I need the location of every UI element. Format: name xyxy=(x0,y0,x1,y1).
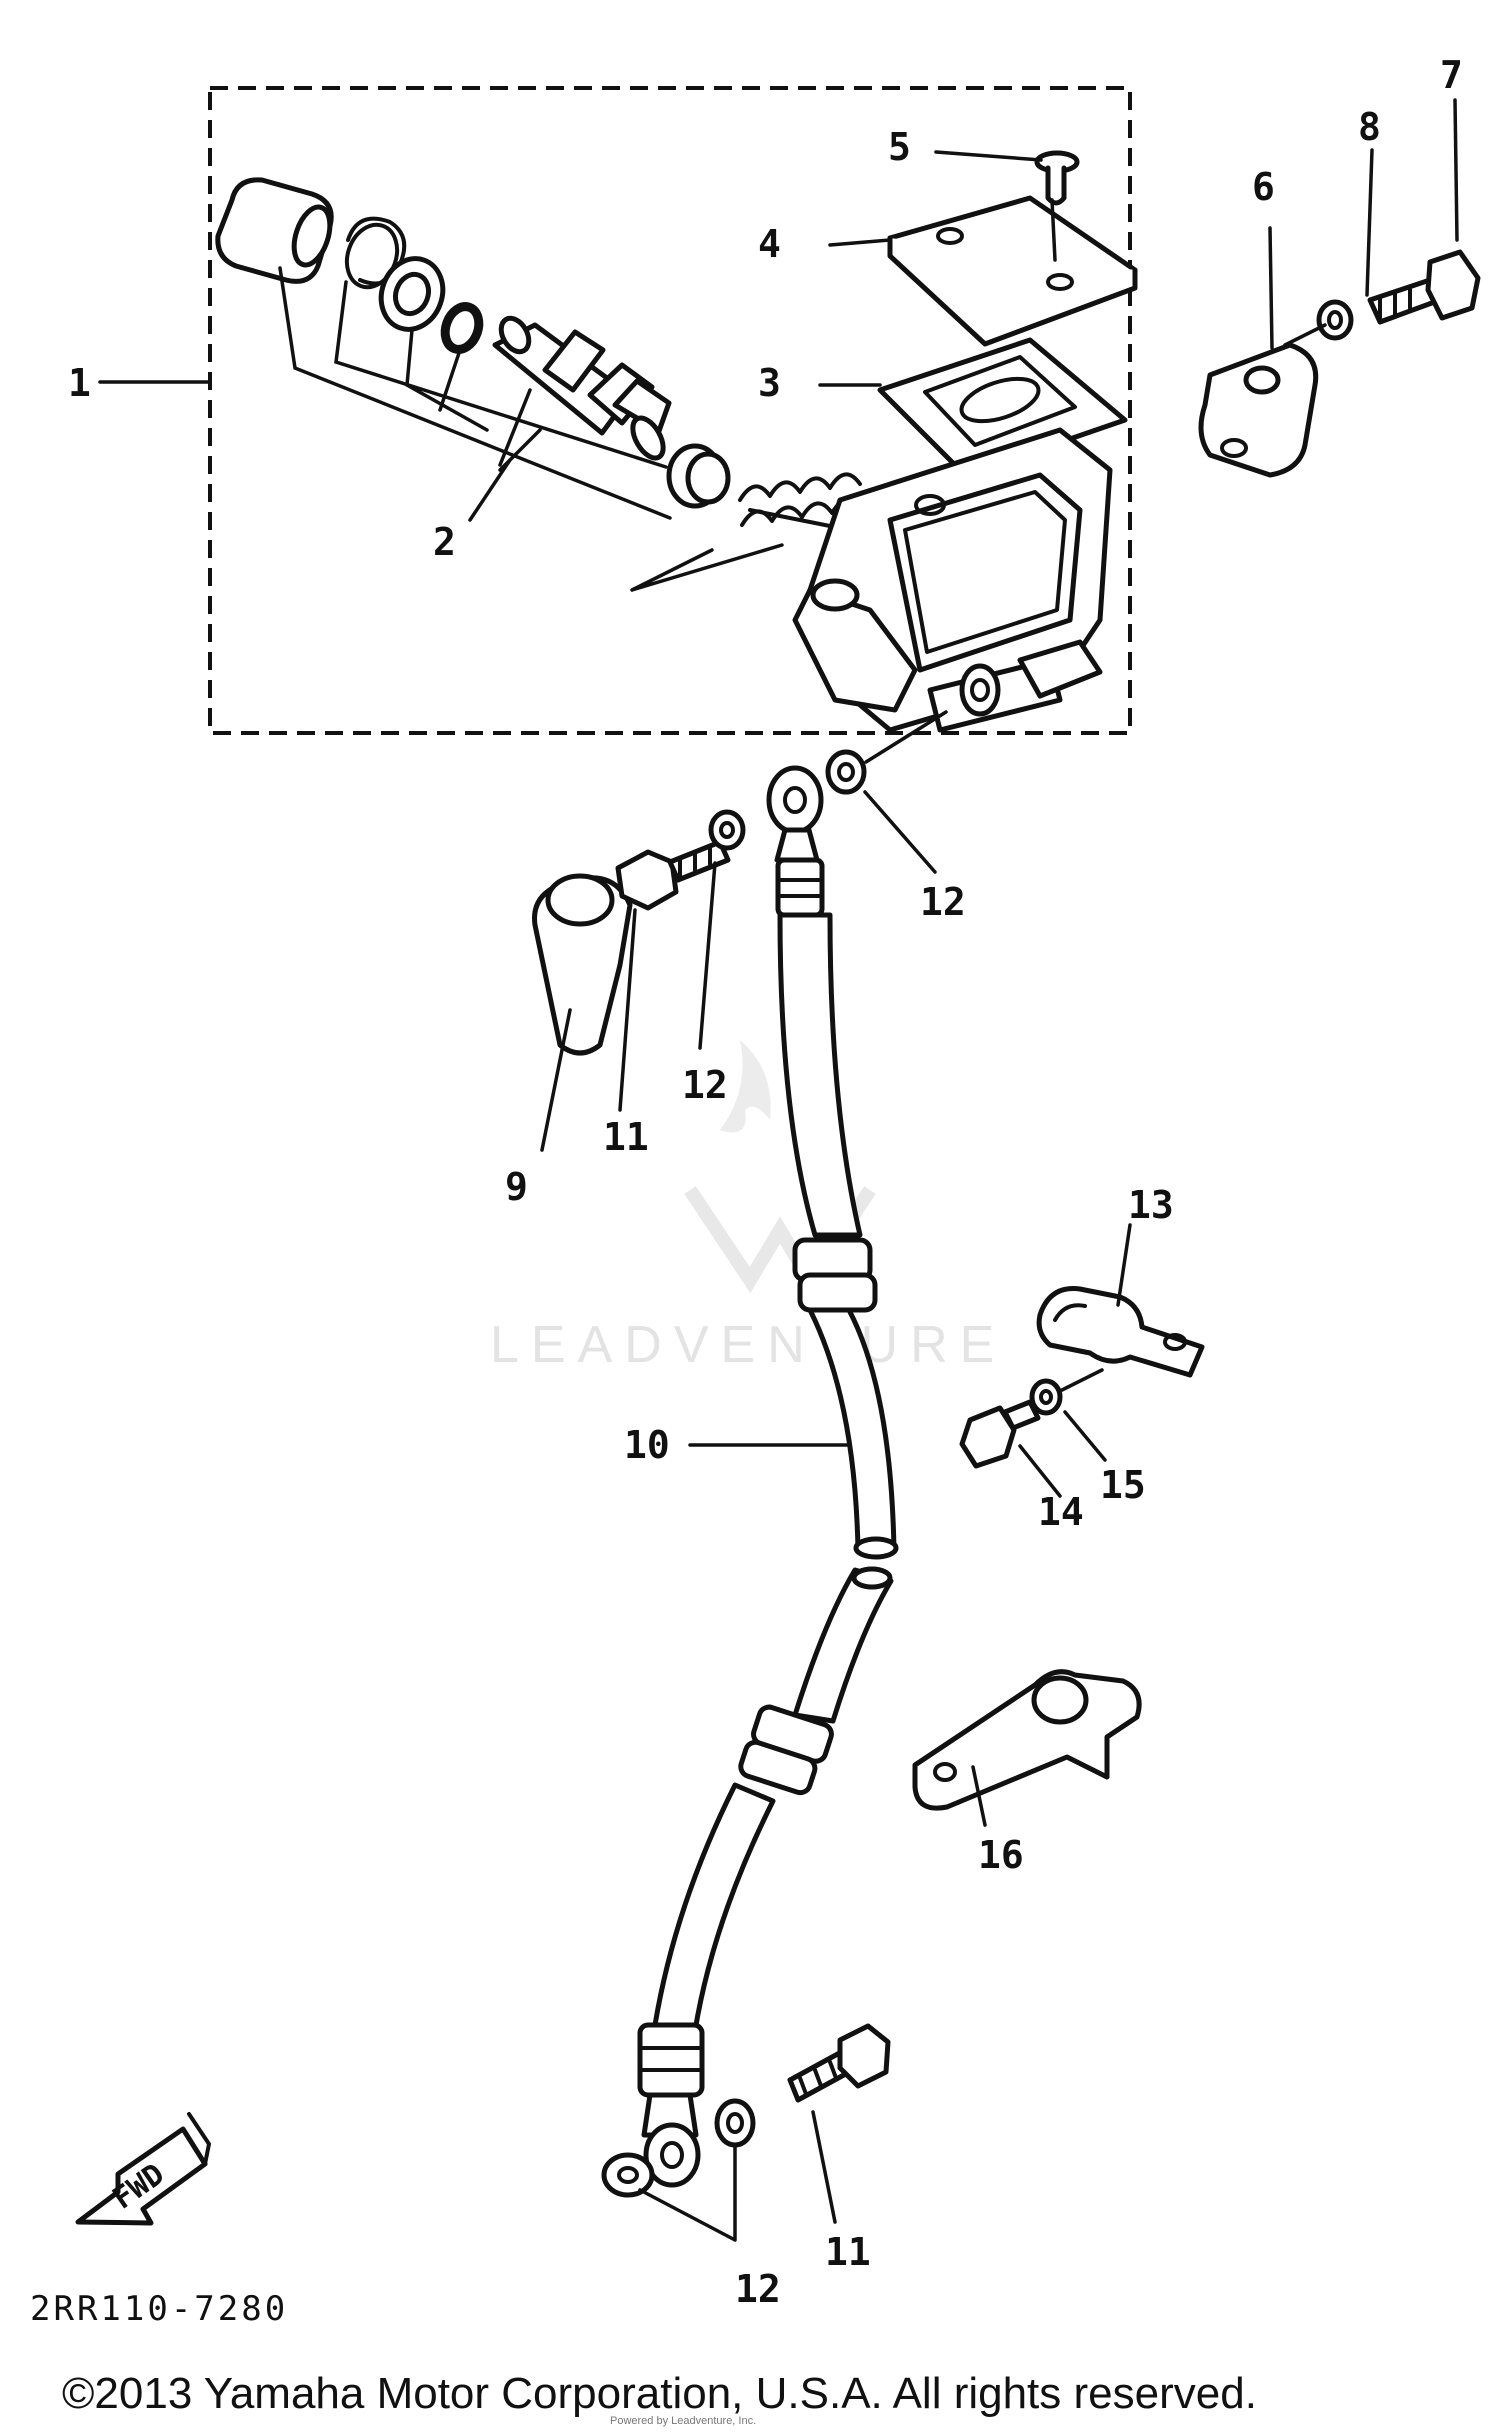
watermark-small: Powered by Leadventure, Inc. xyxy=(610,2415,756,2427)
hose-clamp-13 xyxy=(1036,1286,1205,1378)
callout-11-top: 11 xyxy=(603,1115,649,1159)
callout-12-top: 12 xyxy=(920,880,966,924)
hose-clamp-16 xyxy=(912,1669,1142,1811)
union-bolt-top xyxy=(615,839,731,911)
callout-7: 7 xyxy=(1440,53,1463,97)
callout-5: 5 xyxy=(888,125,911,169)
plain-washer-top xyxy=(1316,299,1354,341)
clamp-bolt xyxy=(1367,249,1481,325)
banjo-washer-bottom-right xyxy=(714,2098,756,2148)
screw-guide-line xyxy=(1050,198,1057,262)
callout-3: 3 xyxy=(758,361,781,405)
master-cylinder-body xyxy=(792,427,1113,733)
banjo-washer-bottom-left xyxy=(601,2152,655,2198)
clamp-bolt-14 xyxy=(959,1399,1041,1469)
washer-15-guide-line xyxy=(1060,1368,1104,1392)
watermark-text: LEADVENTURE xyxy=(490,1316,1006,1374)
callout-8: 8 xyxy=(1358,105,1381,149)
callout-11-bottom: 11 xyxy=(825,2230,871,2274)
washer-guide-line xyxy=(1283,323,1327,347)
piston xyxy=(492,315,672,461)
piston-cup xyxy=(666,443,731,509)
union-bolt-bottom xyxy=(787,2023,891,2103)
callout-4: 4 xyxy=(758,222,781,266)
leader-lines xyxy=(98,98,1459,2242)
cap-screw xyxy=(1034,150,1080,206)
callout-9: 9 xyxy=(505,1165,528,1209)
reservoir-cap xyxy=(887,195,1138,347)
callout-6: 6 xyxy=(1252,165,1275,209)
callout-15: 15 xyxy=(1100,1463,1146,1507)
brake-hose xyxy=(637,765,899,2188)
forward-arrow: FWD xyxy=(75,2112,211,2226)
callout-16: 16 xyxy=(978,1833,1024,1877)
washer-ring xyxy=(378,256,446,332)
banjo-washer-top-left xyxy=(708,809,746,851)
callout-10: 10 xyxy=(624,1423,670,1467)
diagram-code: 2RR110-7280 xyxy=(30,2289,288,2329)
copyright-notice: ©2013 Yamaha Motor Corporation, U.S.A. A… xyxy=(62,2369,1257,2418)
callout-14: 14 xyxy=(1038,1490,1084,1534)
diaphragm xyxy=(877,337,1128,478)
rubber-cover xyxy=(532,873,633,1056)
callout-12-bottom: 12 xyxy=(735,2267,781,2311)
o-ring xyxy=(440,302,484,354)
cylinder-cup xyxy=(215,177,334,284)
callout-12-mid: 12 xyxy=(682,1063,728,1107)
callout-1: 1 xyxy=(68,361,91,405)
banjo-washer-top-right xyxy=(825,749,867,795)
master-cylinder-assembly-box xyxy=(208,86,1132,735)
washer-guide-line-top xyxy=(864,710,948,764)
callout-2: 2 xyxy=(433,520,456,564)
plain-washer-15 xyxy=(1029,1378,1063,1416)
clamp-holder xyxy=(1198,342,1319,478)
callout-13: 13 xyxy=(1128,1183,1174,1227)
watermark: LEADVENTURE xyxy=(490,1040,1006,1374)
